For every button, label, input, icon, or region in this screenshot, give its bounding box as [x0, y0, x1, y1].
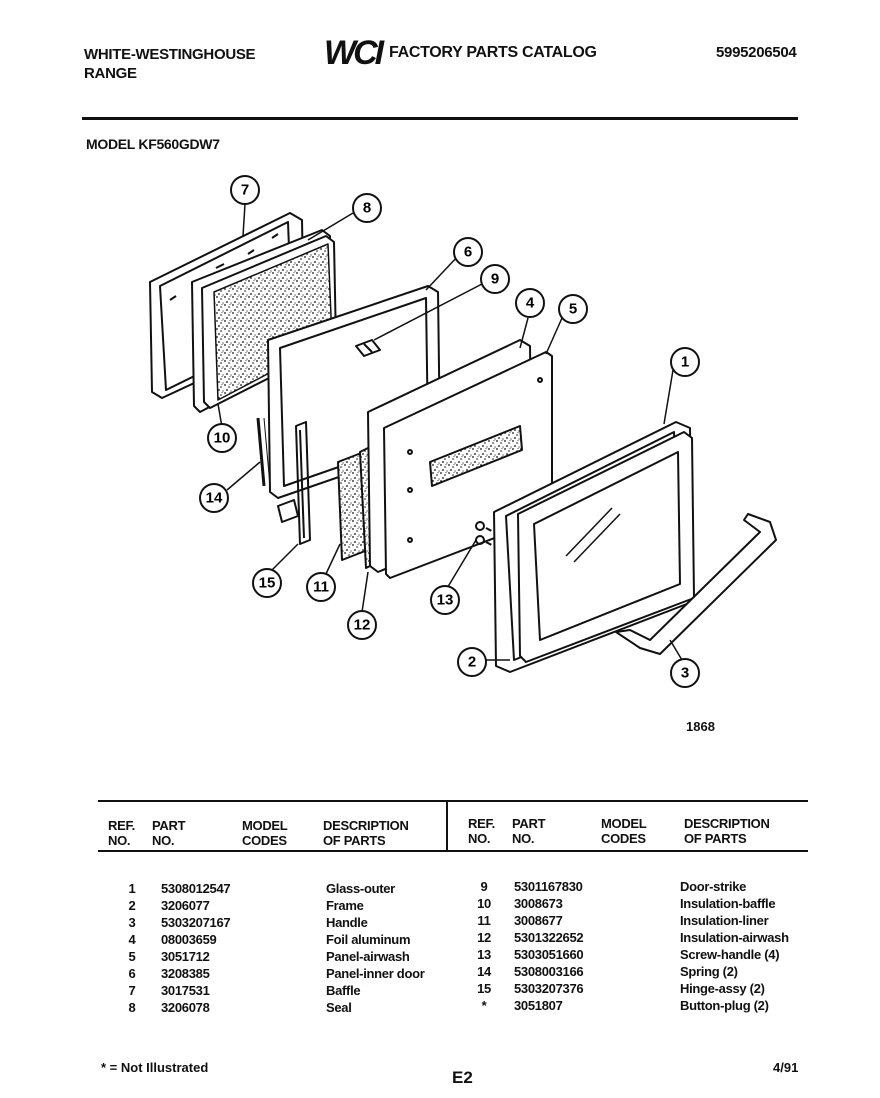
table-top-rule [98, 800, 808, 802]
svg-text:1: 1 [681, 354, 689, 371]
svg-text:6: 6 [464, 244, 472, 261]
svg-text:9: 9 [491, 271, 499, 288]
part-handle [615, 513, 777, 655]
wci-logo: WCI [322, 34, 389, 72]
callout-4: 4 [515, 288, 545, 318]
svg-text:11: 11 [313, 579, 329, 596]
revision-date: 4/91 [773, 1060, 799, 1075]
svg-text:3: 3 [681, 665, 689, 682]
svg-text:4: 4 [526, 295, 535, 312]
callout-5: 5 [558, 294, 588, 324]
callout-10: 10 [207, 423, 237, 453]
callout-2: 2 [457, 647, 487, 677]
page-number: E2 [452, 1068, 473, 1087]
callout-12: 12 [347, 610, 377, 640]
header-ref-right: REF.NO. [468, 816, 495, 846]
callout-group: 7 8 6 9 4 5 1 10 14 15 11 12 13 2 3 [199, 175, 700, 688]
callout-1: 1 [670, 347, 700, 377]
callout-8: 8 [352, 193, 382, 223]
callout-6: 6 [453, 237, 483, 267]
logo-text: WCI [324, 34, 386, 68]
svg-text:10: 10 [214, 430, 231, 447]
table-divider [446, 802, 448, 850]
callout-15: 15 [252, 568, 282, 598]
svg-text:7: 7 [241, 182, 249, 199]
svg-text:12: 12 [354, 617, 371, 634]
callout-11: 11 [306, 572, 336, 602]
product-type: RANGE [84, 65, 137, 82]
callout-3: 3 [670, 658, 700, 688]
header-rule [82, 117, 798, 120]
callout-13: 13 [430, 585, 460, 615]
table-header-rule [98, 850, 808, 852]
callout-7: 7 [230, 175, 260, 205]
model-number: MODEL KF560GDW7 [86, 136, 220, 152]
svg-text:15: 15 [259, 575, 276, 592]
figure-number: 1868 [686, 719, 715, 734]
svg-text:8: 8 [363, 200, 371, 217]
part-door-strike [355, 339, 381, 357]
svg-text:5: 5 [569, 301, 577, 318]
svg-text:14: 14 [206, 490, 223, 507]
callout-14: 14 [199, 483, 229, 513]
catalog-number: 5995206504 [716, 44, 797, 61]
header-ref-left: REF.NO. [108, 818, 135, 848]
brand-name: WHITE-WESTINGHOUSE [84, 46, 256, 63]
exploded-parts-diagram: 7 8 6 9 4 5 1 10 14 15 11 12 13 2 3 [149, 175, 777, 688]
svg-text:2: 2 [468, 654, 476, 671]
callout-9: 9 [480, 264, 510, 294]
not-illustrated-note: * = Not Illustrated [101, 1060, 209, 1075]
svg-text:13: 13 [437, 592, 454, 609]
catalog-title: FACTORY PARTS CATALOG [389, 44, 597, 61]
leader-lines [217, 203, 683, 661]
part-hinge [277, 421, 311, 545]
part-spring [256, 417, 271, 487]
part-glass-outer [517, 431, 695, 663]
